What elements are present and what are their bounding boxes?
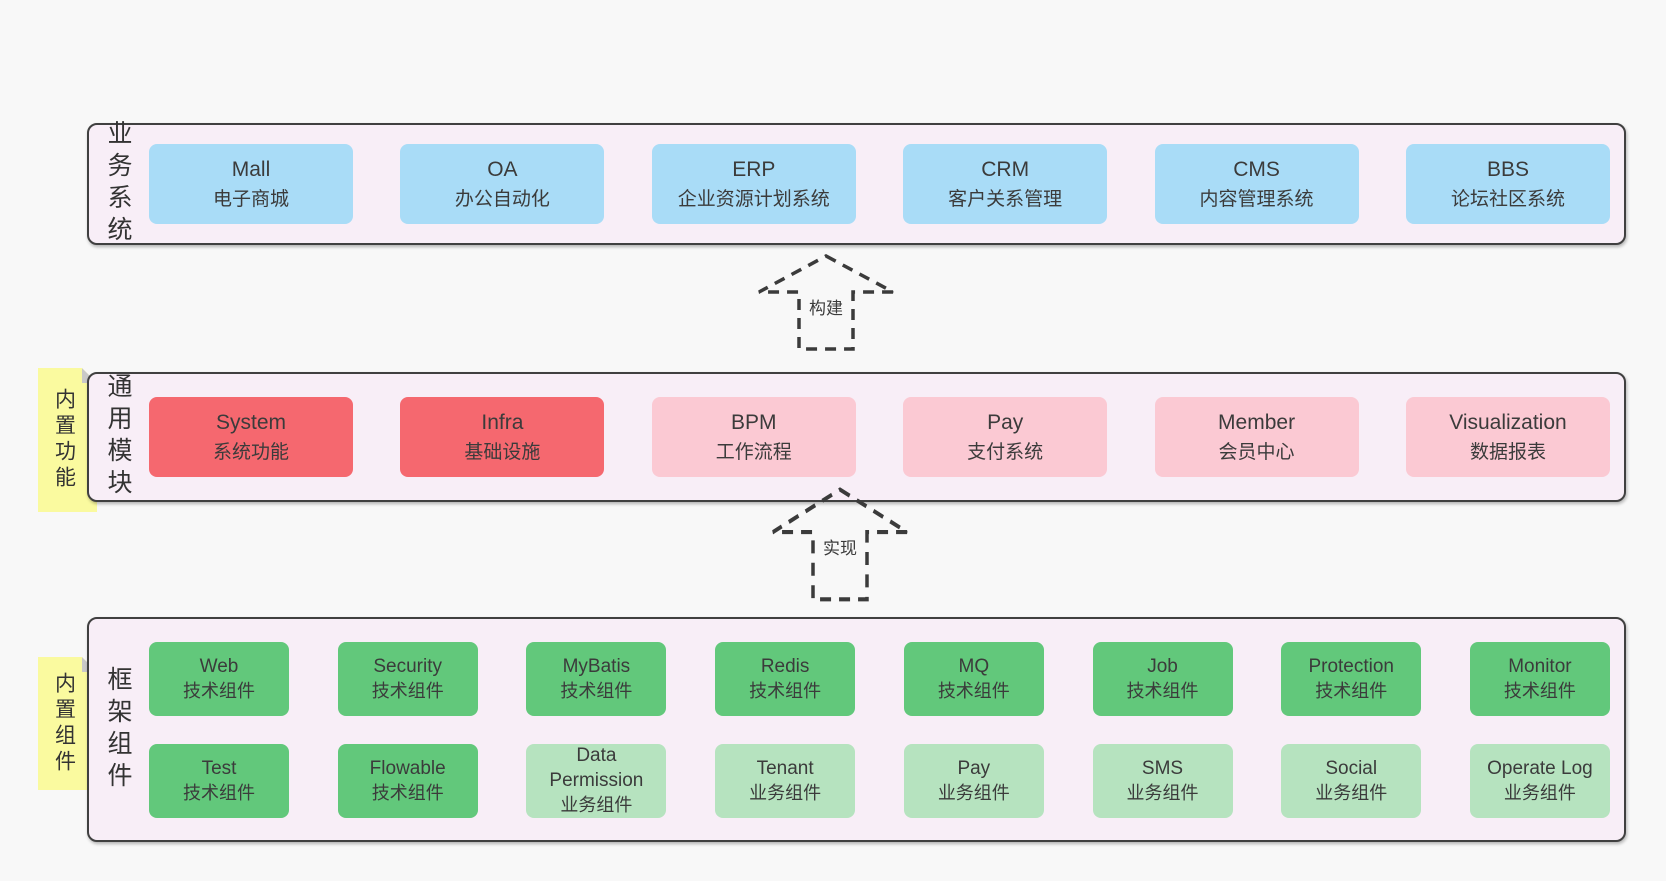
build-arrow-label: 构建: [804, 293, 848, 320]
section-label-business: 业务系统: [104, 120, 132, 248]
dashed-up-arrow-icon: [772, 487, 908, 602]
implement-arrow-label: 实现: [818, 533, 862, 561]
box-pay-component: Pay 业务组件: [903, 743, 1044, 818]
box-job-component: Job 技术组件: [1092, 641, 1233, 716]
box-mybatis-component: MyBatis 技术组件: [526, 641, 667, 716]
box-system: System 系统功能: [149, 397, 353, 477]
components-grid: Web 技术组件 Security 技术组件 MyBatis 技术组件 Redi…: [147, 619, 1624, 840]
section-label-modules: 通用模块: [104, 373, 132, 501]
box-redis-component: Redis 技术组件: [715, 641, 856, 716]
box-web-component: Web 技术组件: [149, 641, 289, 716]
implement-arrow-icon: 实现: [770, 486, 910, 604]
components-row-2: Test 技术组件 Flowable 技术组件 Data Permission …: [149, 743, 1610, 818]
box-bpm: BPM 工作流程: [651, 397, 856, 477]
sticky-note-text: 内置组件: [52, 671, 76, 776]
box-protection-component: Protection 技术组件: [1281, 641, 1422, 716]
box-pay-module: Pay 支付系统: [903, 397, 1108, 477]
box-visualization: Visualization 数据报表: [1405, 397, 1610, 477]
box-sms-component: SMS 业务组件: [1092, 743, 1233, 818]
box-tenant-component: Tenant 业务组件: [715, 743, 856, 818]
framework-components-section: 框架组件 Web 技术组件 Security 技术组件 MyBatis 技术组件…: [87, 617, 1626, 842]
box-mq-component: MQ 技术组件: [903, 641, 1044, 716]
common-modules-section: 通用模块 System 系统功能 Infra 基础设施 BPM 工作流程 Pay…: [87, 372, 1626, 502]
box-mall: Mall 电子商城: [149, 144, 353, 224]
box-flowable-component: Flowable 技术组件: [337, 743, 478, 818]
components-row-1: Web 技术组件 Security 技术组件 MyBatis 技术组件 Redi…: [149, 641, 1610, 716]
box-data-permission-component: Data Permission 业务组件: [526, 743, 667, 818]
box-cms: CMS 内容管理系统: [1154, 144, 1359, 224]
build-arrow-icon: 构建: [756, 253, 896, 353]
dashed-up-arrow-icon: [758, 254, 894, 351]
box-test-component: Test 技术组件: [149, 743, 289, 818]
box-member: Member 会员中心: [1154, 397, 1359, 477]
box-monitor-component: Monitor 技术组件: [1469, 641, 1610, 716]
box-bbs: BBS 论坛社区系统: [1405, 144, 1610, 224]
section-label-components: 框架组件: [104, 665, 132, 794]
business-systems-section: 业务系统 Mall 电子商城 OA 办公自动化 ERP 企业资源计划系统 CRM…: [87, 120, 1626, 248]
box-operate-log-component: Operate Log 业务组件: [1469, 743, 1610, 818]
business-box-row: Mall 电子商城 OA 办公自动化 ERP 企业资源计划系统 CRM 客户关系…: [147, 125, 1624, 243]
box-oa: OA 办公自动化: [400, 144, 605, 224]
modules-box-row: System 系统功能 Infra 基础设施 BPM 工作流程 Pay 支付系统…: [147, 374, 1624, 500]
box-erp: ERP 企业资源计划系统: [651, 144, 856, 224]
box-social-component: Social 业务组件: [1281, 743, 1422, 818]
box-security-component: Security 技术组件: [337, 641, 478, 716]
sticky-note-text: 内置功能: [52, 388, 76, 492]
box-crm: CRM 客户关系管理: [903, 144, 1108, 224]
box-infra: Infra 基础设施: [400, 397, 605, 477]
